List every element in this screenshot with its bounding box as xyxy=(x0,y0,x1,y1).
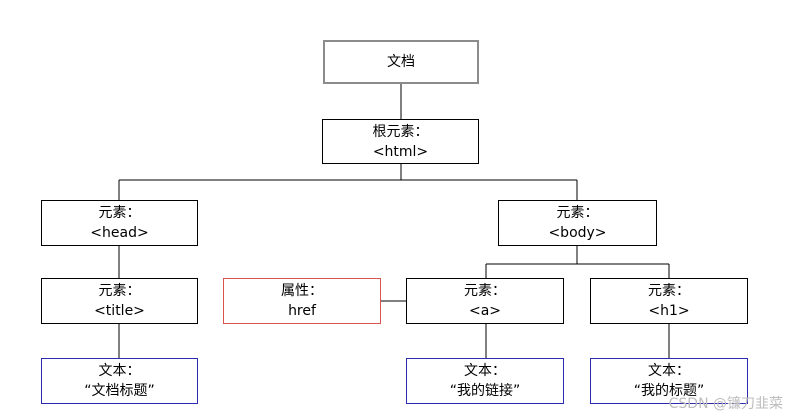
body-node-kind: 元素： xyxy=(556,205,599,221)
heading-text-node: 文本： “我的标题” xyxy=(590,358,748,404)
h1-node-tag: <h1> xyxy=(648,303,690,319)
html-node-tag: <html> xyxy=(372,143,429,160)
link-text-value: “我的链接” xyxy=(449,383,521,399)
h1-node-kind: 元素： xyxy=(648,283,690,299)
title-node-tag: <title> xyxy=(94,303,145,319)
csdn-watermark: CSDN @镰刀韭菜 xyxy=(668,396,783,412)
heading-text-kind: 文本： xyxy=(648,363,690,379)
href-node-name: href xyxy=(288,303,316,319)
title-text-kind: 文本： xyxy=(98,363,141,379)
title-text-node: 文本： “文档标题” xyxy=(41,358,198,404)
a-element-node: 元素： <a> xyxy=(406,278,564,324)
h1-element-node: 元素： <h1> xyxy=(590,278,748,324)
a-node-tag: <a> xyxy=(468,303,502,319)
title-element-node: 元素： <title> xyxy=(41,278,198,324)
document-node-label: 文档 xyxy=(387,54,415,70)
heading-text-value: “我的标题” xyxy=(633,383,705,399)
href-attribute-node: 属性： href xyxy=(223,278,381,324)
link-text-kind: 文本： xyxy=(464,363,506,379)
head-element-node: 元素： <head> xyxy=(41,200,198,246)
title-text-value: “文档标题” xyxy=(84,383,155,399)
href-node-kind: 属性： xyxy=(281,283,323,299)
head-node-tag: <head> xyxy=(90,225,149,241)
link-text-node: 文本： “我的链接” xyxy=(406,358,564,404)
html-node-kind: 根元素： xyxy=(372,123,429,140)
body-node-tag: <body> xyxy=(548,225,607,241)
a-node-kind: 元素： xyxy=(464,283,506,299)
body-element-node: 元素： <body> xyxy=(498,200,657,246)
head-node-kind: 元素： xyxy=(98,205,141,221)
document-node: 文档 xyxy=(323,40,479,84)
title-node-kind: 元素： xyxy=(98,283,141,299)
html-root-node: 根元素： <html> xyxy=(322,119,479,164)
